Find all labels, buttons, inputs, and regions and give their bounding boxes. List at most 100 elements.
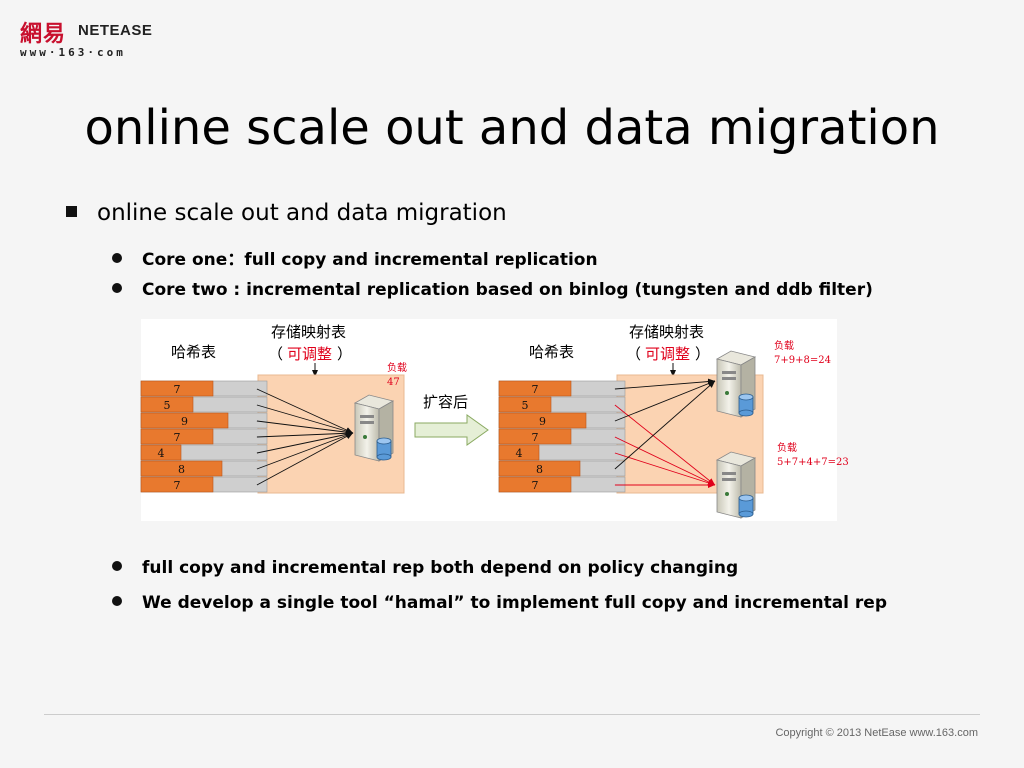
left-adjustable-label: 可调整 [287, 345, 332, 363]
mapping-arrow [256, 388, 354, 434]
sub-bullet-text: We develop a single tool “hamal” to impl… [142, 593, 887, 613]
right-server-2-icon [715, 451, 757, 519]
right-server-1-icon [715, 350, 757, 418]
server-slot [722, 371, 736, 374]
left-hash-table-label: 哈希表 [171, 343, 216, 361]
sub-bullet-text: full copy and incremental rep both depen… [142, 558, 739, 578]
copyright-text: Copyright © 2013 NetEase www.163.com [775, 727, 978, 739]
server-front [716, 459, 742, 519]
server-slot [722, 478, 736, 481]
left-server-icon [353, 394, 395, 462]
scale-out-arrow-icon [414, 414, 489, 446]
hash-row-fill [498, 412, 587, 429]
hash-row-fill [140, 380, 214, 397]
hash-row-value: 7 [532, 431, 539, 444]
hash-row-value: 8 [178, 463, 185, 476]
round-bullet-icon [112, 596, 122, 606]
hash-row-fill [140, 444, 182, 461]
database-cylinder-bottom [738, 510, 754, 518]
right-paren-close: ） [695, 345, 710, 363]
hash-row-value: 7 [174, 479, 181, 492]
hash-row-fill [140, 412, 229, 429]
mapping-arrow [614, 436, 716, 486]
server-slot [360, 421, 374, 424]
hash-row-value: 7 [174, 431, 181, 444]
hash-row-value: 5 [522, 399, 529, 412]
left-paren-close: ） [337, 345, 352, 363]
hash-row-fill [498, 380, 572, 397]
server-slot [722, 377, 736, 380]
database-cylinder-bottom [738, 409, 754, 417]
hash-row-fill [140, 428, 214, 445]
hash-row-value: 9 [181, 415, 188, 428]
hash-row-value: 8 [536, 463, 543, 476]
netease-logo: 網易 NETEASE www·163·com [20, 16, 155, 62]
left-paren-open: （ [268, 345, 283, 363]
hash-row-fill [498, 396, 552, 413]
left-mapping-label: 存储映射表 [271, 323, 346, 341]
hash-row-value: 7 [174, 383, 181, 396]
slide-title: online scale out and data migration [84, 100, 940, 156]
left-mapping-arrows [256, 388, 354, 486]
mapping-arrow [256, 404, 354, 434]
sub-bullet-text: Core two : incremental replication based… [142, 280, 873, 300]
sub-bullet-text: Core one：full copy and incremental repli… [142, 250, 598, 270]
server-led [725, 391, 729, 395]
server-slot [360, 415, 374, 418]
right-mapping-label: 存储映射表 [629, 323, 704, 341]
mapping-arrow [256, 430, 354, 438]
sub-bullet-4: We develop a single tool “hamal” to impl… [112, 593, 887, 613]
hash-row-value: 7 [532, 479, 539, 492]
left-load-value: 47 [387, 377, 400, 388]
hash-row-fill [140, 396, 194, 413]
sub-bullet-1: Core one：full copy and incremental repli… [112, 245, 598, 270]
right-adjustable-label: 可调整 [645, 345, 690, 363]
right-load1-value: 7+9+8=24 [774, 355, 831, 366]
square-bullet-icon [66, 206, 77, 217]
server-front [716, 358, 742, 418]
hash-row-fill [498, 428, 572, 445]
mapping-arrow [614, 380, 716, 470]
round-bullet-icon [112, 283, 122, 293]
right-load2-label: 负载 [777, 441, 797, 454]
logo-brand: NETEASE [78, 22, 153, 39]
hash-row-fill [498, 476, 572, 493]
right-load1-label: 负载 [774, 339, 794, 352]
server-front [354, 402, 380, 462]
database-cylinder-top [738, 494, 754, 502]
hash-row-value: 9 [539, 415, 546, 428]
database-cylinder-bottom [376, 453, 392, 461]
right-paren-open: （ [626, 345, 641, 363]
mapping-arrow [614, 380, 716, 422]
database-cylinder-top [376, 437, 392, 445]
sub-bullet-2: Core two : incremental replication based… [112, 280, 873, 300]
hash-row-value: 5 [164, 399, 171, 412]
hash-row-value: 4 [516, 447, 523, 460]
mapping-arrow [256, 432, 354, 486]
mapping-arrow [256, 432, 354, 470]
server-slot [722, 472, 736, 475]
hash-row-fill [140, 460, 223, 477]
right-hash-table-label: 哈希表 [529, 343, 574, 361]
mapping-arrow [614, 452, 716, 486]
hash-row-fill [498, 444, 540, 461]
right-mapping-arrows [614, 378, 716, 488]
logo-url: www·163·com [20, 46, 126, 59]
server-led [363, 435, 367, 439]
hash-row-value: 4 [158, 447, 165, 460]
round-bullet-icon [112, 561, 122, 571]
mapping-arrow [614, 404, 716, 486]
main-bullet-text: online scale out and data migration [97, 200, 507, 226]
round-bullet-icon [112, 253, 122, 263]
scale-out-label: 扩容后 [423, 393, 468, 411]
left-load-label: 负载 [387, 361, 407, 374]
mapping-arrow [256, 420, 354, 436]
hash-row-fill [498, 460, 581, 477]
mapping-arrow [256, 431, 354, 454]
sub-bullet-3: full copy and incremental rep both depen… [112, 558, 738, 578]
mapping-arrow [614, 378, 716, 390]
